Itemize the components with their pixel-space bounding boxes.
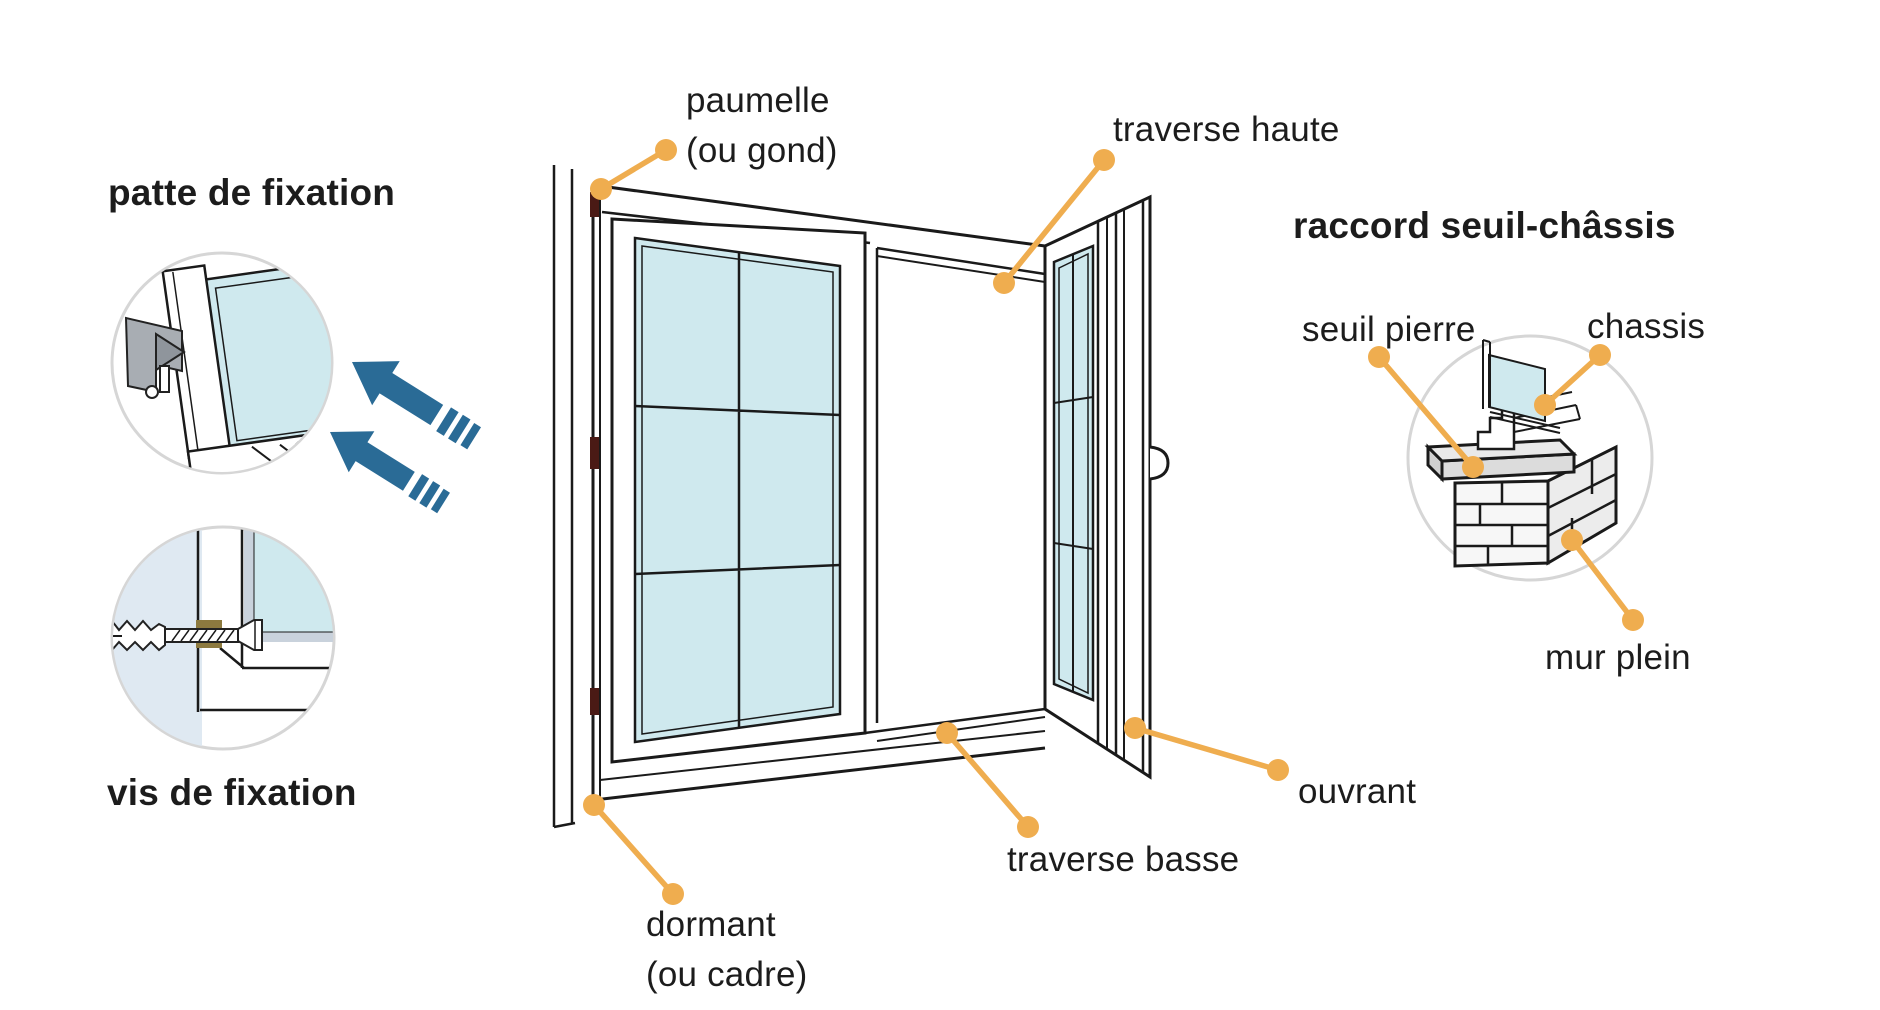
leader-dot: [1368, 346, 1390, 368]
leader-dot: [993, 272, 1015, 294]
casement-handle: [1149, 445, 1170, 481]
opening-bottom-edge-2: [876, 716, 1046, 742]
leader-dot: [1124, 717, 1146, 739]
fixing-bracket-pin-head: [145, 385, 159, 399]
leader-dot: [936, 722, 958, 744]
vis-glass-shadow: [244, 530, 254, 642]
dormant-top-outer-edge: [592, 183, 1046, 248]
left-sash-glass: [633, 236, 842, 744]
direction-arrow-top-icon: [352, 361, 482, 450]
leader-seuil-pierre: [1376, 354, 1476, 470]
leader-mur-plein: [1569, 537, 1636, 623]
vis-glass: [253, 531, 333, 633]
label-traverse-haute: traverse haute: [1113, 110, 1340, 149]
leader-dot: [1267, 759, 1289, 781]
screw-icon: [113, 619, 263, 653]
opening-top-edge-2: [876, 255, 1046, 283]
leader-traverse-basse: [944, 730, 1031, 830]
leader-dot: [1622, 609, 1644, 631]
label-ouvrant: ouvrant: [1298, 772, 1417, 811]
vis-frame-lines: [196, 528, 333, 712]
detail-circle-raccord: [1406, 334, 1654, 582]
leader-dot: [590, 178, 612, 200]
label-chassis: chassis: [1587, 307, 1706, 346]
leader-dormant: [591, 802, 676, 897]
leader-dot: [1017, 816, 1039, 838]
title-patte-de-fixation: patte de fixation: [108, 172, 396, 213]
patte-glass-inner: [214, 272, 331, 442]
wall-edge-lines: [552, 165, 576, 829]
leader-paumelle: [598, 147, 669, 192]
fixing-bracket-pin: [159, 365, 170, 393]
leader-dot: [1534, 394, 1556, 416]
wall-side-courses: [1547, 460, 1617, 551]
label-seuil-pierre: seuil pierre: [1302, 310, 1476, 349]
leader-ouvrant: [1132, 725, 1281, 773]
direction-arrow-bottom-icon: [330, 431, 450, 514]
leader-lines: [583, 139, 1644, 905]
left-sash-muntins: [634, 252, 841, 728]
leader-dot: [655, 139, 677, 161]
screw-plug-prongs: [113, 619, 122, 653]
detail-circle-patte: [110, 251, 334, 475]
detail-circle-vis: [110, 525, 336, 751]
leader-dot: [1462, 456, 1484, 478]
hinge-mark-middle: [590, 437, 599, 469]
casement-muntins: [1053, 254, 1094, 692]
raccord-glass-frame-lines: [1482, 339, 1491, 409]
label-dormant: dormant (ou cadre): [646, 905, 808, 994]
label-traverse-basse: traverse basse: [1007, 840, 1240, 879]
label-paumelle: paumelle (ou gond): [686, 81, 838, 170]
leader-dot: [1561, 529, 1583, 551]
leader-dot: [662, 883, 684, 905]
leader-chassis: [1542, 352, 1603, 408]
leader-dot: [583, 794, 605, 816]
hinge-mark-bottom: [590, 688, 599, 715]
vis-glass-shadow-2: [244, 632, 333, 642]
fixing-bracket-fold: [155, 332, 186, 372]
title-raccord-seuil-chassis: raccord seuil-châssis: [1293, 205, 1676, 246]
left-sash-glass-inner-line: [641, 245, 834, 735]
leader-dot: [1589, 344, 1611, 366]
sill-band-line: [599, 730, 1046, 781]
wall-front-courses: [1455, 483, 1548, 566]
hinge-mark-top: [590, 192, 599, 217]
opening-bottom-edge: [864, 707, 1046, 735]
leader-traverse-haute: [1001, 157, 1107, 286]
screw-thread: [171, 629, 235, 642]
casement-edge-lines-2: [1106, 209, 1125, 760]
casement-glass-inner-line: [1058, 252, 1089, 695]
screw-head: [237, 619, 263, 651]
title-vis-de-fixation: vis de fixation: [107, 772, 357, 813]
screw-plug-body: [113, 619, 166, 652]
label-mur-plein: mur plein: [1545, 638, 1691, 677]
leader-dot: [1093, 149, 1115, 171]
main-window-drawing: [552, 165, 1170, 829]
casement-edge-lines: [1096, 200, 1145, 772]
patte-frame-stile-line: [172, 271, 200, 457]
